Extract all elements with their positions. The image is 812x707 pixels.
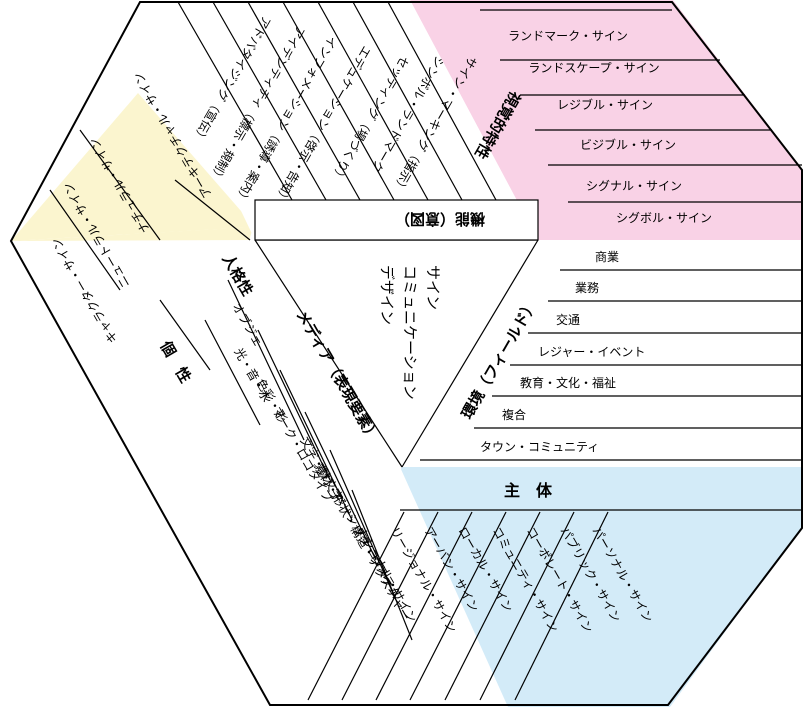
center-title-line-2: コミュニケーション [401, 265, 419, 400]
kankyo-item: 交通 [556, 312, 580, 327]
shikakuteki-item: ランドマーク・サイン [508, 29, 628, 43]
kino-panel [140, 0, 538, 240]
media-panel [11, 240, 402, 707]
band-line [341, 511, 439, 701]
kankyo-item: レジャー・イベント [538, 345, 645, 359]
kankyo-items: 商業 業務 交通 レジャー・イベント 教育・文化・福祉 複合 タウン・コミュニテ… [480, 249, 645, 454]
band-line [387, 1, 497, 201]
band-line [257, 329, 331, 481]
shikakuteki-item: ビジブル・サイン [580, 137, 676, 152]
band-lines [49, 1, 802, 701]
band-line [159, 299, 211, 371]
shutai-heading: 主 体 [504, 481, 553, 500]
band-line [317, 1, 429, 201]
kankyo-item: タウン・コミュニティ [480, 440, 599, 454]
shikakuteki-item: レジブル・サイン [557, 97, 653, 112]
band-line [514, 511, 609, 701]
kankyo-item: 教育・文化・福祉 [520, 375, 616, 390]
center-title-line-3: デザイン [378, 265, 396, 325]
shikakuteki-item: シグナル・サイン [586, 179, 682, 193]
center-title-line-1: サイン [424, 265, 442, 310]
band-line [479, 511, 575, 701]
shikakuteki-item: ランドスケープ・サイン [528, 61, 659, 75]
band-line [409, 511, 507, 701]
band-line [375, 511, 473, 701]
kino-heading: 機能（意図） [395, 210, 485, 228]
shikakuteki-item: シグボル・サイン [616, 211, 712, 225]
band-line [212, 1, 327, 201]
center-right-edge [401, 239, 539, 468]
band-line [227, 279, 305, 441]
band-line [174, 179, 251, 241]
diagram-outline [9, 1, 803, 706]
band-line [352, 1, 463, 201]
band-line [177, 1, 293, 201]
band-line [79, 129, 161, 241]
blue-region [400, 467, 802, 707]
band-line [304, 411, 377, 561]
kino-heading-box [254, 199, 539, 241]
band-line [351, 489, 413, 641]
band-line [307, 511, 405, 701]
band-line [329, 449, 397, 601]
band-line [279, 369, 353, 521]
band-line [282, 1, 395, 201]
kankyo-item: 複合 [502, 407, 526, 422]
center-left-edge [254, 239, 403, 468]
center-title: サイン コミュニケーション デザイン [378, 265, 442, 400]
kankyo-item: 業務 [575, 281, 599, 295]
band-line [49, 189, 121, 291]
yellow-region [11, 93, 255, 241]
band-line [444, 511, 541, 701]
kankyo-item: 商業 [595, 249, 619, 264]
center-panel [255, 240, 538, 467]
band-line [247, 1, 361, 201]
band-line [204, 319, 261, 426]
shikakuteki-items: ランドマーク・サイン ランドスケープ・サイン レジブル・サイン ビジブル・サイン… [508, 29, 712, 225]
kankyo-panel [400, 240, 802, 467]
